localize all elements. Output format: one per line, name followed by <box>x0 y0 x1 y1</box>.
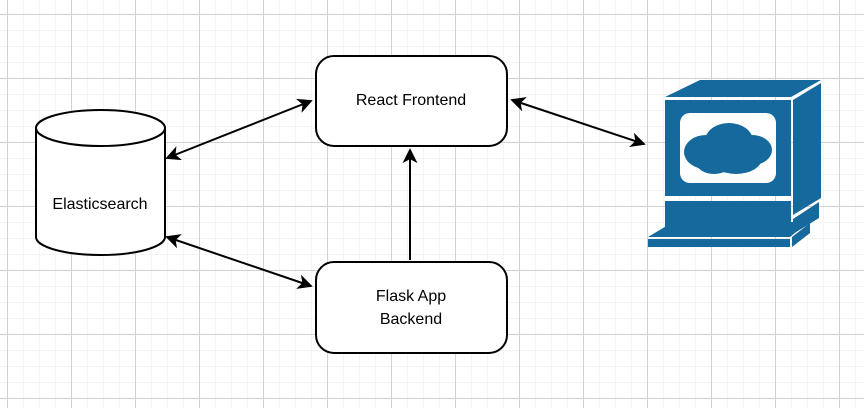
computer-monitor-icon <box>665 80 821 97</box>
edge-react-frontend-client-computer[interactable] <box>510 97 646 147</box>
node-flask-backend[interactable]: Flask App Backend <box>315 261 508 354</box>
edge-elasticsearch-react-frontend[interactable] <box>165 98 313 161</box>
node-label-flask-backend-line1: Flask App <box>376 288 446 305</box>
node-elasticsearch[interactable]: Elasticsearch <box>35 109 166 256</box>
computer-monitor-side-icon <box>793 83 821 215</box>
edge-line <box>165 234 313 289</box>
cylinder-body <box>35 127 166 256</box>
computer-keyboard-side-icon <box>792 223 810 247</box>
node-label-react-frontend: React Frontend <box>356 92 466 109</box>
cylinder-top <box>35 109 166 147</box>
react-frontend-box <box>315 55 508 147</box>
node-react-frontend[interactable]: React Frontend <box>315 55 508 147</box>
computer-keyboard-top-icon <box>648 222 808 237</box>
flask-backend-box <box>315 261 508 354</box>
cloud-icon <box>684 123 772 174</box>
node-client-computer[interactable] <box>648 80 821 247</box>
node-label-elasticsearch: Elasticsearch <box>52 196 147 213</box>
edge-elasticsearch-flask-backend[interactable] <box>165 234 313 289</box>
node-label-flask-backend-line2: Backend <box>380 311 442 328</box>
computer-keyboard-icon <box>648 239 790 247</box>
edge-line <box>165 98 313 161</box>
edge-line <box>510 97 646 147</box>
